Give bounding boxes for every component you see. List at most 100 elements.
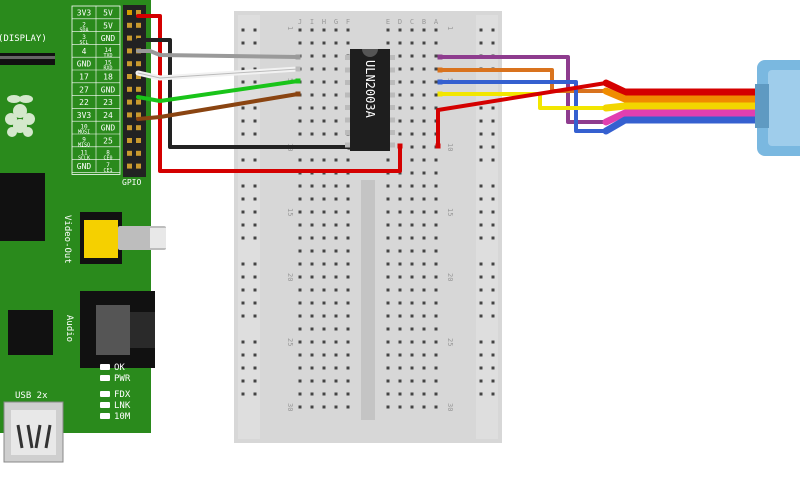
breadboard-hole: [346, 197, 350, 201]
breadboard-hole: [422, 210, 426, 214]
breadboard-hole: [410, 275, 414, 279]
chip-leg: [390, 142, 395, 148]
row-number: 1: [446, 26, 454, 30]
breadboard-hole: [346, 223, 350, 227]
breadboard-hole: [398, 301, 402, 305]
rail-hole: [479, 262, 483, 266]
rail-hole: [241, 379, 245, 383]
gpio-pin-label: 5V: [103, 9, 113, 18]
rail-hole: [479, 275, 483, 279]
gpio-pin: [127, 150, 132, 156]
gpio-pin-label: 5V: [103, 21, 113, 30]
rail-hole: [479, 145, 483, 149]
rail-hole: [253, 288, 257, 292]
gpio-pin-label: 8: [106, 149, 110, 156]
gpio-pin: [127, 10, 132, 15]
breadboard-hole: [298, 301, 302, 305]
breadboard-hole: [346, 158, 350, 162]
rail-hole: [241, 288, 245, 292]
rail-hole: [241, 262, 245, 266]
led-label: LNK: [114, 401, 131, 411]
breadboard-hole: [422, 288, 426, 292]
gpio-pin: [127, 138, 132, 143]
gpio-pin-label: 2: [82, 21, 86, 28]
breadboard-hole: [398, 379, 402, 383]
led-indicator: [100, 402, 110, 408]
raspberry-pi-board: (DISPLAY) Video-Out Audio OKPWRFDXLNK10M…: [0, 0, 166, 463]
rail-hole: [491, 41, 495, 45]
breadboard-hole: [398, 392, 402, 396]
breadboard-hole: [322, 262, 326, 266]
rail-hole: [241, 275, 245, 279]
chip-notch: [362, 49, 378, 57]
wires: [135, 14, 770, 173]
breadboard-hole: [422, 314, 426, 318]
breadboard-hole: [410, 327, 414, 331]
gpio-pin-label: 24: [103, 111, 113, 120]
cable-blue: [602, 116, 770, 135]
rail-hole: [491, 353, 495, 357]
breadboard-hole: [398, 184, 402, 188]
wire-red-supply: [436, 81, 608, 148]
breadboard-hole: [410, 145, 414, 149]
gpio-pin: [127, 48, 132, 54]
breadboard-hole: [410, 392, 414, 396]
chip-leg: [390, 55, 395, 60]
breadboard-hole: [334, 262, 338, 266]
gpio-pin: [127, 99, 132, 105]
breadboard-hole: [386, 158, 390, 162]
rail-hole: [241, 67, 245, 71]
breadboard-hole: [310, 379, 314, 383]
breadboard-hole: [422, 158, 426, 162]
chip-leg: [345, 117, 350, 123]
breadboard-hole: [310, 119, 314, 123]
display-connector-pins: [0, 56, 55, 59]
breadboard-hole: [422, 301, 426, 305]
breadboard-hole: [434, 236, 438, 240]
gpio-pin-function: SCL: [79, 40, 88, 46]
gpio-pin-label: 10: [80, 124, 88, 131]
breadboard-hole: [398, 80, 402, 84]
wire-brown-gpio: [136, 92, 300, 121]
breadboard-hole: [410, 262, 414, 266]
rail-hole: [253, 158, 257, 162]
breadboard-hole: [322, 236, 326, 240]
breadboard-hole: [310, 80, 314, 84]
breadboard-hole: [410, 119, 414, 123]
breadboard-hole: [298, 158, 302, 162]
breadboard-hole: [322, 210, 326, 214]
connector-mouth: [755, 84, 769, 128]
chip-legs: [345, 55, 395, 148]
gpio-pin-label: 15: [104, 60, 112, 67]
breadboard-hole: [298, 236, 302, 240]
wire-gray-gpio: [136, 49, 300, 59]
breadboard-hole: [386, 275, 390, 279]
rail-hole: [253, 314, 257, 318]
breadboard-hole: [298, 392, 302, 396]
gpio-pin-label: 3V3: [77, 9, 92, 18]
rail-hole: [241, 210, 245, 214]
wire-end: [437, 67, 443, 73]
chip-leg: [390, 105, 395, 110]
gpio-pin: [136, 10, 141, 15]
gpio-pin: [127, 35, 132, 41]
breadboard-hole: [410, 54, 414, 58]
breadboard-hole: [298, 197, 302, 201]
breadboard-hole: [422, 106, 426, 110]
breadboard-hole: [334, 366, 338, 370]
row-number: 15: [446, 208, 454, 216]
breadboard-hole: [422, 41, 426, 45]
gpio-pin: [136, 22, 141, 28]
breadboard-hole: [322, 340, 326, 344]
breadboard-hole: [434, 41, 438, 45]
chip-leg: [390, 117, 395, 123]
breadboard-hole: [346, 210, 350, 214]
usb-label: USB 2x: [15, 391, 48, 401]
breadboard-hole: [422, 262, 426, 266]
cable-orange: [602, 87, 770, 103]
gpio-pin: [136, 150, 141, 156]
row-number: 30: [286, 403, 294, 411]
breadboard-hole: [422, 145, 426, 149]
